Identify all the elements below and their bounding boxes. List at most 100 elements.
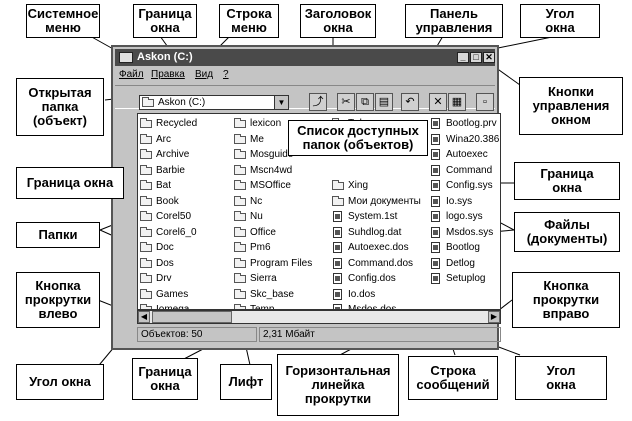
file-item-label: Bootlog — [446, 242, 480, 253]
file-item[interactable]: lexicon — [232, 116, 312, 132]
cut-button[interactable]: ✂ — [337, 93, 355, 111]
menu-help[interactable]: ? — [223, 69, 229, 80]
file-item[interactable]: Corel6_0 — [138, 225, 197, 241]
drive-icon — [142, 97, 154, 107]
file-item[interactable]: Autoexec — [428, 147, 499, 163]
file-item-label: Archive — [156, 149, 190, 160]
close-button[interactable]: ✕ — [483, 52, 495, 63]
paste-button[interactable]: ▤ — [375, 93, 393, 111]
file-item[interactable]: Pm6 — [232, 240, 312, 256]
file-item[interactable]: Msdos.dos — [330, 302, 421, 309]
file-item[interactable]: Program Files — [232, 256, 312, 272]
system-menu-icon[interactable] — [119, 52, 133, 63]
file-item[interactable]: Recycled — [138, 116, 197, 132]
file-item[interactable]: Detlog — [428, 256, 499, 272]
file-item[interactable]: Bootlog — [428, 240, 499, 256]
file-item[interactable]: logo.sys — [428, 209, 499, 225]
delete-button[interactable]: ✕ — [429, 93, 447, 111]
scroll-thumb[interactable] — [152, 311, 232, 323]
copy-button[interactable]: ⧉ — [356, 93, 374, 111]
file-item[interactable]: Autoexec.dos — [330, 240, 421, 256]
file-item[interactable]: Nc — [232, 194, 312, 210]
folder-icon — [234, 180, 246, 190]
file-item[interactable]: Command — [428, 163, 499, 179]
callout-open-folder: Открытая папка (объект) — [16, 78, 104, 136]
window-title: Askon (C:) — [137, 51, 193, 63]
file-item-label: logo.sys — [446, 211, 483, 222]
file-item[interactable]: MSOffice — [232, 178, 312, 194]
document-icon — [431, 133, 440, 145]
file-item[interactable]: Sierra — [232, 271, 312, 287]
file-item-label: Config.dos — [348, 273, 396, 284]
file-item[interactable]: Config.dos — [330, 271, 421, 287]
file-item[interactable]: Nu — [232, 209, 312, 225]
file-item[interactable]: Msdos.sys — [428, 225, 499, 241]
file-item[interactable]: Suhdlog.dat — [330, 225, 421, 241]
menu-file[interactable]: Файл — [119, 69, 144, 80]
file-item[interactable]: Io.dos — [330, 287, 421, 303]
file-item[interactable]: Office — [232, 225, 312, 241]
file-item[interactable]: Io.sys — [428, 194, 499, 210]
file-item-label: Wina20.386 — [446, 133, 500, 145]
file-item[interactable]: Corel50 — [138, 209, 197, 225]
document-icon — [333, 226, 342, 238]
file-item[interactable]: Me — [232, 132, 312, 148]
file-item-label: Config.sys — [446, 180, 493, 191]
file-item-label: Corel6_0 — [156, 226, 197, 238]
explorer-window: Askon (C:) _ □ ✕ Файл Правка Вид ? Askon… — [111, 45, 501, 350]
file-item[interactable]: Archive — [138, 147, 197, 163]
file-item[interactable]: Bat — [138, 178, 197, 194]
scroll-right-button[interactable]: ▶ — [488, 311, 500, 323]
document-icon — [333, 242, 342, 253]
file-item[interactable]: Skc_base — [232, 287, 312, 303]
title-bar[interactable]: Askon (C:) _ □ ✕ — [115, 49, 495, 66]
file-item[interactable]: Xing — [330, 178, 421, 194]
file-item[interactable]: Doc — [138, 240, 197, 256]
file-item[interactable]: Мои документы — [330, 194, 421, 210]
file-item[interactable]: Temp — [232, 302, 312, 309]
file-item[interactable]: Dos — [138, 256, 197, 272]
document-icon — [431, 164, 440, 176]
document-icon — [333, 288, 342, 300]
file-item[interactable]: Book — [138, 194, 197, 210]
document-icon — [333, 211, 342, 222]
callout-window-controls: Кнопки управления окном — [519, 77, 623, 135]
maximize-button[interactable]: □ — [470, 52, 482, 63]
file-item-label: Nc — [250, 195, 263, 207]
folder-icon — [140, 288, 152, 299]
file-item[interactable]: Arc — [138, 132, 197, 148]
file-item-label: MSOffice — [250, 180, 291, 191]
undo-button[interactable]: ↶ — [401, 93, 419, 111]
file-item[interactable]: Games — [138, 287, 197, 303]
file-item[interactable]: Iomega — [138, 302, 197, 309]
file-item[interactable]: Wina20.386 — [428, 132, 499, 148]
up-folder-button[interactable]: ⤴ — [309, 93, 327, 111]
file-item[interactable]: Command.dos — [330, 256, 421, 272]
file-item[interactable]: Barbie — [138, 163, 197, 179]
file-item[interactable]: Config.sys — [428, 178, 499, 194]
file-item[interactable]: System.1st — [330, 209, 421, 225]
file-item-label: Me — [250, 133, 264, 145]
status-objects: Объектов: 50 — [137, 327, 257, 342]
folder-combo[interactable]: Askon (C:) ▼ — [139, 95, 289, 110]
folder-icon — [140, 211, 152, 221]
file-item-label: Command — [446, 164, 493, 176]
menu-view[interactable]: Вид — [195, 69, 214, 80]
document-icon — [431, 257, 440, 269]
menu-edit[interactable]: Правка — [151, 69, 185, 80]
horizontal-scrollbar[interactable]: ◀ ▶ — [137, 310, 501, 324]
callout-window-title: Заголовок окна — [300, 4, 376, 38]
combo-dropdown-arrow[interactable]: ▼ — [274, 96, 288, 109]
document-icon — [333, 257, 342, 269]
file-item[interactable]: Mscn4wd — [232, 163, 312, 179]
view-button[interactable]: ▫ — [476, 93, 494, 111]
scroll-left-button[interactable]: ◀ — [138, 311, 150, 323]
minimize-button[interactable]: _ — [457, 52, 469, 63]
file-item-label: Pm6 — [250, 242, 271, 253]
properties-button[interactable]: ▦ — [448, 93, 466, 111]
file-item[interactable]: Setuplog — [428, 271, 499, 287]
file-item[interactable]: Drv — [138, 271, 197, 287]
file-item[interactable]: Bootlog.prv — [428, 116, 499, 132]
file-item[interactable]: Mosguide — [232, 147, 312, 163]
